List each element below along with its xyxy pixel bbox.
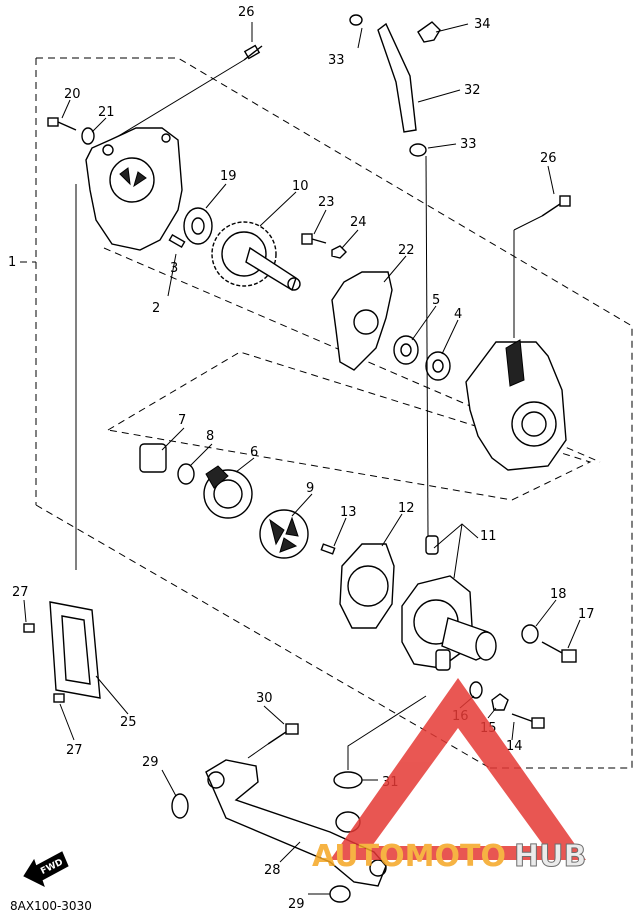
callout-28: 28 xyxy=(264,863,281,878)
bolt-30 xyxy=(247,723,299,759)
callout-23: 23 xyxy=(318,195,335,210)
callout-21: 21 xyxy=(98,105,115,120)
hose-32 xyxy=(377,22,417,133)
o-ring-29-top xyxy=(171,793,189,819)
pin-13 xyxy=(320,543,336,555)
callout-3: 3 xyxy=(170,261,178,276)
callout-8: 8 xyxy=(206,429,214,444)
washer-8 xyxy=(177,463,195,485)
callout-33-bottom: 33 xyxy=(460,137,477,152)
callout-6: 6 xyxy=(250,445,258,460)
callout-11: 11 xyxy=(480,529,497,544)
pump-housing-cover xyxy=(75,127,183,570)
washer-18 xyxy=(521,624,539,644)
callout-18: 18 xyxy=(550,587,567,602)
callout-34: 34 xyxy=(474,17,491,32)
washer-21 xyxy=(81,127,95,145)
callout-7: 7 xyxy=(178,413,186,428)
pump-cover-11 xyxy=(401,535,497,671)
callout-1: 1 xyxy=(8,255,16,270)
callout-26-right: 26 xyxy=(540,151,557,166)
bearing-19 xyxy=(183,207,213,245)
callout-32: 32 xyxy=(464,83,481,98)
clamp-34 xyxy=(417,21,441,43)
callout-12: 12 xyxy=(398,501,415,516)
mechanical-seal-6 xyxy=(203,465,253,519)
callout-29-top: 29 xyxy=(142,755,159,770)
o-ring-31 xyxy=(333,771,363,789)
callout-30: 30 xyxy=(256,691,273,706)
bolt-20 xyxy=(47,117,77,131)
pin-27-bottom xyxy=(53,693,65,703)
bolt-23 xyxy=(301,233,327,245)
pin-27-top xyxy=(23,623,35,633)
callout-33-top: 33 xyxy=(328,53,345,68)
gasket-12 xyxy=(339,543,395,629)
callout-17: 17 xyxy=(578,607,595,622)
collar-7 xyxy=(139,443,167,473)
watermark-text-automoto: AUTOMOTO xyxy=(312,839,506,874)
callout-26-top: 26 xyxy=(238,5,255,20)
callout-24: 24 xyxy=(350,215,367,230)
bolt-26-right xyxy=(513,195,571,338)
callout-14: 14 xyxy=(506,739,523,754)
callout-27-bottom: 27 xyxy=(66,743,83,758)
drawing-code: 8AX100-3030 xyxy=(10,899,92,913)
hose-clamp-33-top xyxy=(349,14,363,26)
nut-24 xyxy=(331,245,347,259)
watermark-text-hub: HUB xyxy=(514,839,586,874)
callout-27-top: 27 xyxy=(12,585,29,600)
watermark-logo: AUTOMOTO HUB xyxy=(312,678,587,875)
bolt-17 xyxy=(541,641,577,663)
callout-25: 25 xyxy=(120,715,137,730)
forward-direction-arrow: FWD xyxy=(23,851,69,887)
callout-10: 10 xyxy=(292,179,309,194)
gasket-25 xyxy=(49,601,101,699)
oil-seal-5 xyxy=(393,335,419,365)
warning-triangle-icon xyxy=(330,678,586,860)
bolt-14 xyxy=(511,713,545,729)
washer-16 xyxy=(469,681,483,699)
impeller-9 xyxy=(259,509,309,559)
callout-9: 9 xyxy=(306,481,314,496)
hose-clamp-33-bottom xyxy=(409,143,429,537)
gasket-plate-22 xyxy=(331,271,393,371)
callout-2: 2 xyxy=(152,301,160,316)
callout-13: 13 xyxy=(340,505,357,520)
callout-20: 20 xyxy=(64,87,81,102)
callout-4: 4 xyxy=(454,307,462,322)
callout-leaders xyxy=(23,22,581,895)
bearing-4 xyxy=(425,351,451,381)
callout-19: 19 xyxy=(220,169,237,184)
callout-22: 22 xyxy=(398,243,415,258)
impeller-shaft-gear-10 xyxy=(211,221,301,292)
pump-body-housing xyxy=(465,339,567,471)
callout-29-bottom: 29 xyxy=(288,897,305,912)
callout-5: 5 xyxy=(432,293,440,308)
pin-3 xyxy=(168,233,186,249)
o-ring-29-bottom xyxy=(329,885,351,903)
nut-15 xyxy=(491,693,509,711)
